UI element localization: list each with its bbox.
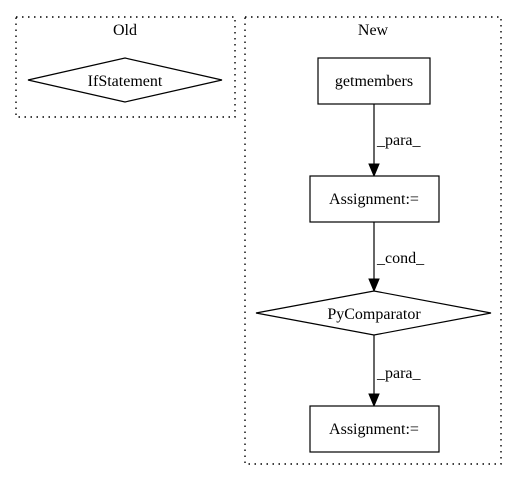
- cluster-old: Old: [15, 16, 236, 118]
- assignment-2-box: [309, 405, 440, 453]
- arrow-head-cond: [368, 278, 380, 293]
- pycomparator-label: PyComparator: [327, 306, 421, 323]
- getmembers-label: getmembers: [335, 73, 413, 90]
- assignment-1-label: Assignment:=: [329, 191, 419, 208]
- cluster-new-border: [244, 16, 502, 465]
- edge-label-para-1: _para_: [376, 132, 422, 149]
- node-pycomparator[interactable]: PyComparator: [255, 290, 492, 336]
- cluster-old-border: [15, 16, 236, 118]
- node-assignment-1[interactable]: Assignment:=: [309, 175, 440, 223]
- node-assignment-2[interactable]: Assignment:=: [309, 405, 440, 453]
- cluster-old-label: Old: [113, 22, 137, 39]
- cluster-new-label: New: [358, 22, 389, 39]
- edge-pycomparator-to-assignment: _para_: [368, 335, 422, 408]
- node-ifstatement[interactable]: IfStatement: [27, 57, 223, 103]
- edge-getmembers-to-assignment: _para_: [368, 104, 422, 178]
- arrow-head-para-2: [368, 393, 380, 408]
- ifstatement-diamond: [27, 57, 223, 103]
- edge-label-cond: _cond_: [376, 250, 425, 267]
- ifstatement-label: IfStatement: [88, 73, 163, 90]
- cluster-new: New: [244, 16, 502, 465]
- assignment-2-label: Assignment:=: [329, 421, 419, 438]
- node-getmembers[interactable]: getmembers: [317, 57, 431, 105]
- edge-label-para-2: _para_: [376, 365, 422, 382]
- edge-assignment-to-pycomparator: _cond_: [368, 222, 425, 293]
- arrow-head-para-1: [368, 163, 380, 178]
